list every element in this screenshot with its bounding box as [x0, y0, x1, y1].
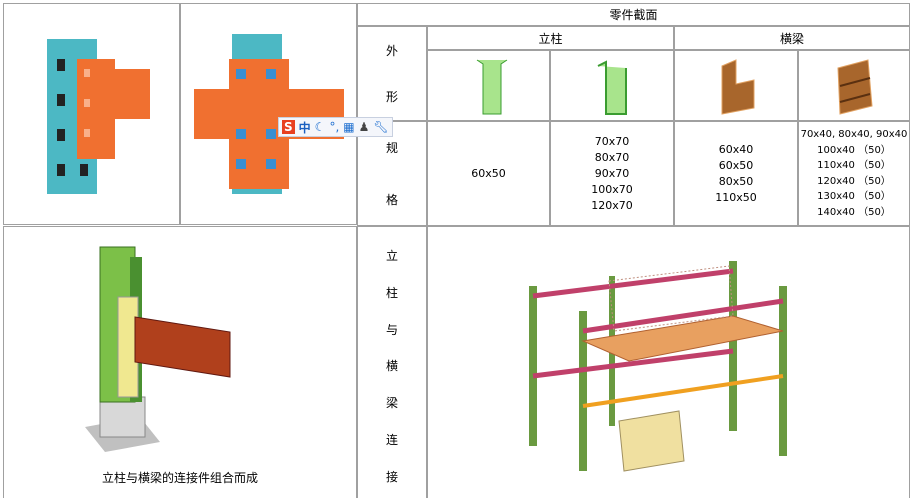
table-header: 零件截面	[357, 3, 910, 26]
beam-section-image-2	[798, 50, 910, 121]
label-char: 外	[385, 43, 398, 58]
label-char: 立	[385, 248, 398, 263]
connect-label: 立柱与横梁连接	[357, 226, 427, 498]
rack-assembly-image	[427, 226, 910, 498]
spec-value: 130x40 （50）	[817, 191, 891, 202]
upright-section-image-2	[550, 50, 674, 121]
upright-beam-joint-image	[180, 3, 357, 225]
label-char: 连	[385, 433, 398, 448]
spec-value: 60x40	[718, 142, 754, 156]
user-icon[interactable]: ♟	[358, 120, 370, 134]
spec-value: 70x40, 80x40, 90x40	[800, 129, 908, 140]
spec-value: 60x50	[718, 158, 754, 172]
upright-section-image-1	[427, 50, 550, 121]
punctuation-icon[interactable]: °,	[329, 120, 340, 134]
spec-value: 140x40 （50）	[817, 206, 891, 218]
label-char: 横	[385, 359, 398, 374]
spec-value: 70x70	[594, 134, 630, 148]
caption: 立柱与横梁的连接件组合而成	[101, 471, 258, 485]
label-char: 接	[385, 469, 398, 484]
spec-value: 110x40 （50）	[817, 160, 891, 171]
spec-value: 80x50	[718, 174, 754, 188]
beam-section-image-1	[674, 50, 798, 121]
connection-cell: 立柱与横梁的连接件组合而成	[3, 226, 357, 498]
spec-value: 80x70	[594, 150, 630, 164]
wrench-icon[interactable]: 🔧︎	[373, 120, 389, 134]
label-char: 梁	[385, 396, 398, 411]
spec-value: 110x50	[715, 190, 757, 204]
ime-toolbar[interactable]: S 中 ☾ °, ▦ ♟ 🔧︎	[278, 117, 393, 137]
spec-value: 60x50	[471, 166, 506, 180]
label-char: 与	[385, 322, 398, 337]
chinese-mode-button[interactable]: 中	[298, 120, 311, 135]
beam-header: 横梁	[674, 26, 910, 50]
beam-spec-1: 60x40 60x50 80x50 110x50	[674, 121, 798, 226]
label-char: 格	[385, 192, 398, 207]
sogou-logo-icon[interactable]: S	[282, 120, 295, 134]
spec-value: 100x70	[591, 182, 633, 196]
label-char: 形	[385, 90, 398, 105]
label-char: 规	[385, 141, 398, 156]
shape-label: 外形	[357, 26, 427, 121]
spec-value: 90x70	[594, 166, 630, 180]
moon-icon[interactable]: ☾	[314, 120, 326, 134]
upright-spec-2: 70x70 80x70 90x70 100x70 120x70	[550, 121, 674, 226]
upright-header: 立柱	[427, 26, 674, 50]
beam-spec-2: 70x40, 80x40, 90x40 100x40 （50） 110x40 （50…	[798, 121, 910, 226]
label-char: 柱	[385, 285, 398, 300]
upright-closeup-image	[3, 3, 180, 225]
spec-value: 120x70	[591, 198, 633, 212]
upright-spec-1: 60x50	[427, 121, 550, 226]
spec-value: 120x40 （50）	[817, 175, 891, 187]
connection-image	[85, 246, 231, 452]
keyboard-icon[interactable]: ▦	[343, 120, 355, 134]
spec-value: 100x40 （50）	[817, 144, 891, 156]
